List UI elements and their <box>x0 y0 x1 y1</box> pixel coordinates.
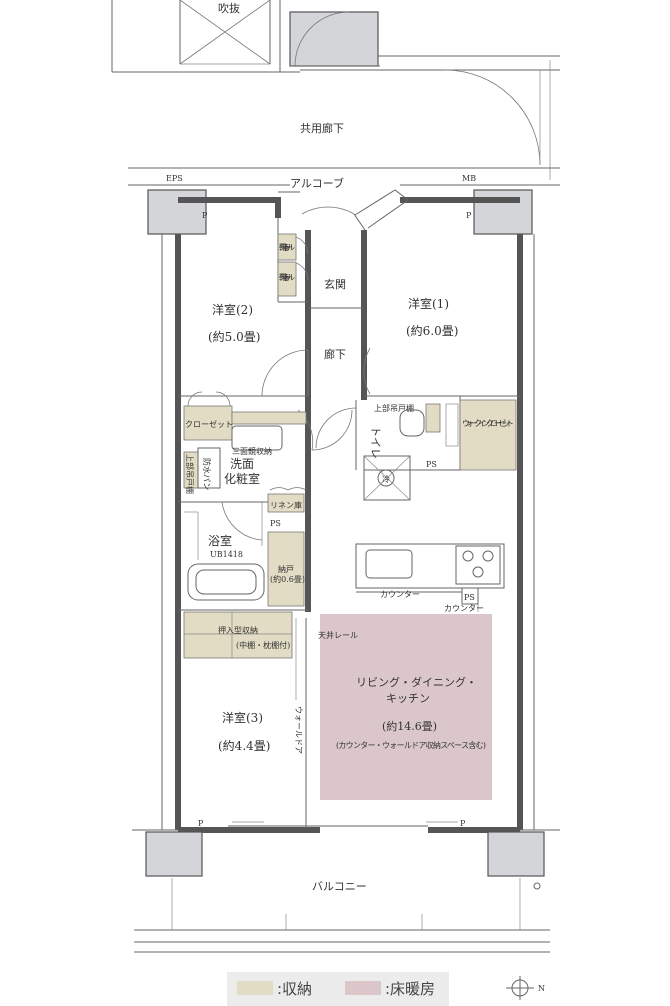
heating-swatch <box>345 981 381 995</box>
label-room2-name: 洋室(2) <box>212 302 253 317</box>
label-ldk-line1: リビング・ダイニング・ <box>356 675 477 689</box>
label-fukinuke: 吹抜 <box>218 1 240 15</box>
label-mb: MB <box>462 174 476 183</box>
storage-swatch <box>237 981 273 995</box>
label-p-room2: P <box>202 211 208 220</box>
label-sanmenkyo: 三面鏡収納 <box>232 446 272 456</box>
north-compass-icon <box>506 976 534 1000</box>
shoe-box-1 <box>277 233 297 261</box>
linen-storage <box>267 493 305 513</box>
walkin-closet <box>459 399 517 471</box>
closet-room2 <box>183 405 233 441</box>
label-nando-name: 納戸 <box>278 564 294 574</box>
label-tenjo-rail: 天井レール <box>318 630 358 640</box>
label-ldk-size: (約14.6畳) <box>382 719 437 733</box>
label-room1-size: (約6.0畳) <box>406 323 458 338</box>
floor-heating-area <box>320 614 492 800</box>
kitchen-fixtures <box>355 543 505 612</box>
shoe-box-2 <box>277 261 297 297</box>
outer-walls <box>128 167 560 877</box>
sanmenkyo-storage <box>231 411 307 425</box>
balcony <box>134 878 550 953</box>
label-ps-kitchen: PS <box>464 593 475 602</box>
label-linen: リネン庫 <box>270 500 302 510</box>
label-room3-size: (約4.4畳) <box>218 738 270 753</box>
toilet-upper-shelf <box>425 403 441 433</box>
label-upper-shelf: 上部吊戸棚 <box>374 403 414 413</box>
washroom-fixtures <box>184 425 283 601</box>
label-tana: 上部吊戸棚 <box>185 454 195 494</box>
label-room3-name: 洋室(3) <box>222 710 263 725</box>
label-alcove: アルコーブ <box>290 176 344 190</box>
label-ldk-line2: キッチン <box>386 692 430 705</box>
legend: :収納 :床暖房 <box>227 972 449 1006</box>
label-ps-wash: PS <box>270 519 281 528</box>
label-room1-name: 洋室(1) <box>408 296 449 311</box>
label-counter-1: カウンター <box>380 590 420 599</box>
label-shoe-box-2: 靴箱トール <box>279 272 295 282</box>
label-p-bottom-right: P <box>460 819 466 828</box>
label-room2-size: (約5.0畳) <box>208 329 260 344</box>
label-oshiire-line1: 押入型収納 <box>218 625 258 635</box>
nando-storage <box>267 531 305 607</box>
label-ldk-note: (カウンター・ウォールドア収納スペース含む) <box>336 740 486 750</box>
label-counter-2: カウンター <box>444 604 484 613</box>
label-nando-size: (約0.6畳) <box>270 574 305 584</box>
label-washroom-line1: 洗面 <box>230 457 254 471</box>
heating-legend-label: :床暖房 <box>385 980 436 998</box>
oshiire-storage <box>183 611 293 659</box>
void-area <box>111 0 560 180</box>
label-reizoko: 冷 <box>382 474 390 484</box>
label-genkan: 玄関 <box>324 277 346 291</box>
label-balcony: バルコニー <box>312 880 367 893</box>
label-roka: 廊下 <box>324 347 346 361</box>
label-p-bottom-left: P <box>198 819 204 828</box>
compass-north-letter: N <box>538 984 545 993</box>
label-bath-name: 浴室 <box>208 533 232 548</box>
label-eps: EPS <box>166 174 183 183</box>
label-bath-size: UB1418 <box>210 550 243 559</box>
storage-areas <box>183 233 517 659</box>
label-washroom-line2: 化粧室 <box>224 471 260 486</box>
label-oshiire-line2: (中棚・枕棚付) <box>236 640 290 650</box>
label-toilet: トイレ <box>369 426 382 459</box>
label-bouhan: 防水パン <box>202 458 212 490</box>
storage-legend-label: :収納 <box>277 980 313 998</box>
label-common-corridor: 共用廊下 <box>300 121 344 135</box>
label-walkin-closet: ウォークインクローゼット <box>462 418 514 428</box>
label-closet: クローゼット <box>185 419 233 429</box>
toilet-fixtures <box>363 409 425 501</box>
label-ps-toilet: PS <box>426 460 437 469</box>
label-shoe-box-1: 靴箱トール <box>279 242 295 252</box>
label-wall-door: ウォールドア <box>294 706 303 754</box>
label-p-room1: P <box>466 211 472 220</box>
